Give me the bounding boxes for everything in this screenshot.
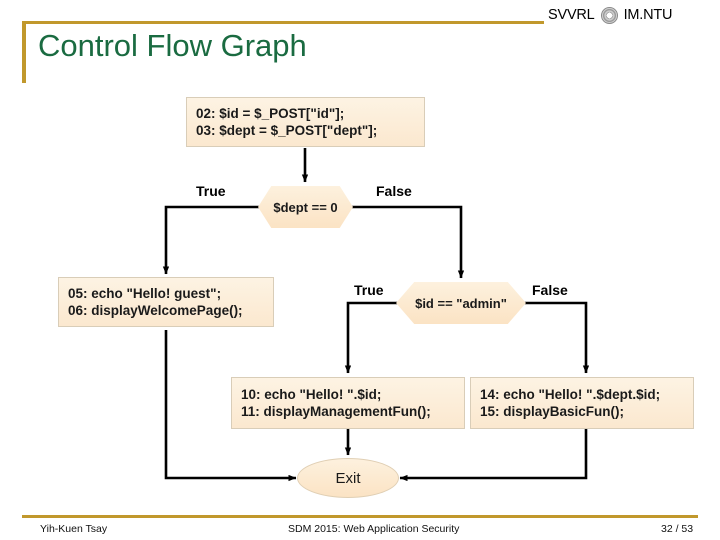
footer-page-number: 32 / 53 <box>661 523 694 535</box>
code-line: 03: $dept = $_POST["dept"]; <box>196 122 378 138</box>
cfg-node-exit[interactable]: Exit <box>297 458 399 498</box>
brand-label-imntu: IM.NTU <box>623 7 673 23</box>
cfg-node-stmt-14-15[interactable]: 14: echo "Hello! ".$dept.$id; 15: displa… <box>470 377 694 429</box>
brand-label-svvrl: SVVRL <box>548 7 595 23</box>
edge-label-id-true: True <box>354 282 384 298</box>
footer-subject: SDM 2015: Web Application Security <box>288 523 460 535</box>
code-line: 05: echo "Hello! guest"; <box>68 285 222 301</box>
code-line: 11: displayManagementFun(); <box>241 403 431 419</box>
cfg-node-stmt-02-03[interactable]: 02: $id = $_POST["id"]; 03: $dept = $_PO… <box>186 97 425 147</box>
edge-label-dept-true: True <box>196 183 226 199</box>
page-title: Control Flow Graph <box>38 28 307 63</box>
code-line: 10: echo "Hello! ".$id; <box>241 386 382 402</box>
cfg-node-label: $dept == 0 <box>273 199 338 215</box>
footer-rule-divider <box>22 515 698 518</box>
cfg-node-label: $id == "admin" <box>415 295 507 311</box>
code-line: 14: echo "Hello! ".$dept.$id; <box>480 386 661 402</box>
title-bracket-accent <box>22 21 26 83</box>
edge-condid-true <box>344 301 401 374</box>
edge-condid-false <box>521 301 590 374</box>
brand-lockup: SVVRL IM.NTU <box>548 6 718 24</box>
code-line: 02: $id = $_POST["id"]; <box>196 105 345 121</box>
edge-stmt1415-to-exit <box>399 429 588 482</box>
ntu-seal-logo-icon <box>600 6 618 24</box>
edge-label-id-false: False <box>532 282 568 298</box>
cfg-node-stmt-05-06[interactable]: 05: echo "Hello! guest"; 06: displayWelc… <box>58 277 274 327</box>
cfg-node-stmt-10-11[interactable]: 10: echo "Hello! ".$id; 11: displayManag… <box>231 377 465 429</box>
slide-header: SVVRL IM.NTU Control Flow Graph <box>0 0 720 90</box>
edge-conddept-false <box>348 205 465 279</box>
cfg-node-cond-dept[interactable]: $dept == 0 <box>258 186 353 228</box>
code-line: 15: displayBasicFun(); <box>480 403 625 419</box>
edge-label-dept-false: False <box>376 183 412 199</box>
edge-conddept-true <box>162 205 263 275</box>
footer-author: Yih-Kuen Tsay <box>40 523 108 535</box>
cfg-node-cond-id[interactable]: $id == "admin" <box>396 282 526 324</box>
title-rule-divider <box>22 21 544 24</box>
code-line: 06: displayWelcomePage(); <box>68 302 243 318</box>
cfg-node-label: Exit <box>335 469 361 487</box>
